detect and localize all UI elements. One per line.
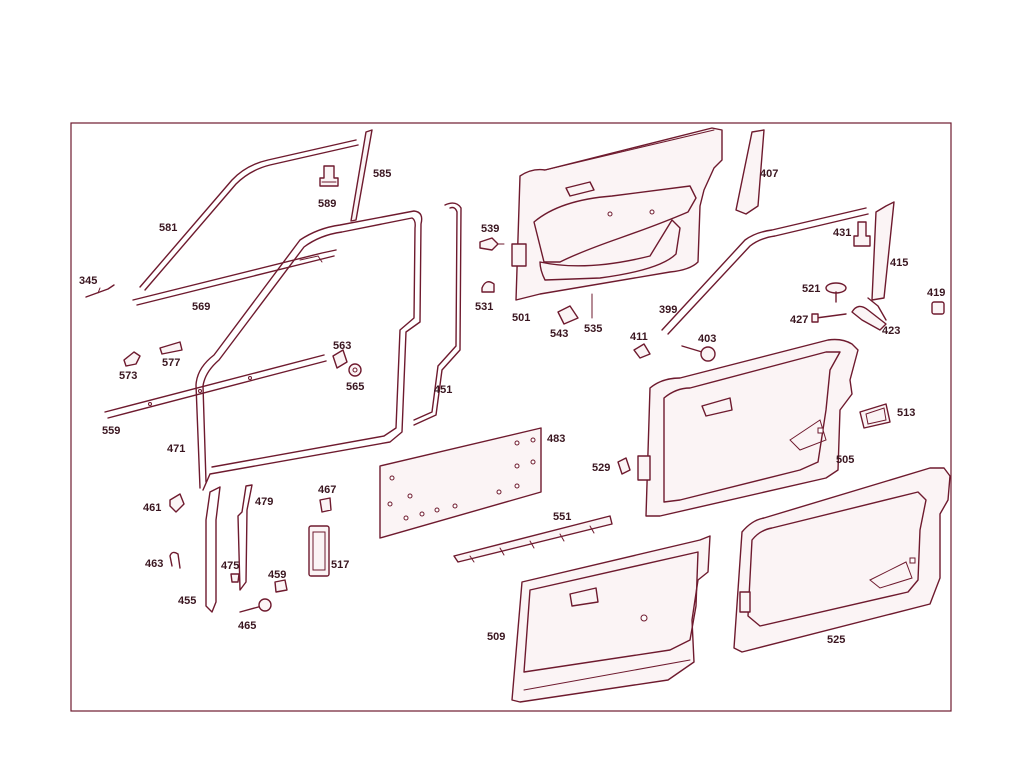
label-399: 399 (659, 304, 677, 316)
label-551: 551 (553, 511, 571, 523)
part-569-belt-molding[interactable] (132, 249, 337, 306)
part-479-guide-rail[interactable] (237, 484, 253, 591)
part-345-clip[interactable] (85, 284, 115, 298)
part-419-cap[interactable] (931, 301, 945, 315)
part-521-button[interactable] (825, 282, 847, 303)
part-501-door-trim-panel[interactable] (511, 127, 723, 319)
label-581: 581 (159, 222, 177, 234)
label-539: 539 (481, 223, 499, 235)
label-573: 573 (119, 370, 137, 382)
label-585: 585 (373, 168, 391, 180)
label-431: 431 (833, 227, 851, 239)
label-559: 559 (102, 425, 120, 437)
label-565: 565 (346, 381, 364, 393)
part-563-bracket[interactable] (332, 349, 348, 369)
part-585-pillar-strip[interactable] (350, 129, 373, 222)
part-517-pocket[interactable] (308, 525, 330, 577)
label-509: 509 (487, 631, 505, 643)
label-415: 415 (890, 257, 908, 269)
part-455-channel[interactable] (205, 486, 221, 613)
label-461: 461 (143, 502, 161, 514)
part-565-grommet[interactable] (348, 363, 362, 377)
label-411: 411 (630, 331, 648, 343)
part-559-lower-molding[interactable] (104, 354, 327, 419)
label-451: 451 (434, 384, 452, 396)
label-407: 407 (760, 168, 778, 180)
label-563: 563 (333, 340, 351, 352)
label-427: 427 (790, 314, 808, 326)
part-459-clip[interactable] (274, 579, 288, 593)
label-521: 521 (802, 283, 820, 295)
part-529-clip[interactable] (617, 457, 631, 475)
part-539-clip[interactable] (479, 237, 505, 251)
label-423: 423 (882, 325, 900, 337)
label-513: 513 (897, 407, 915, 419)
part-509-door-trim-panel[interactable] (511, 535, 711, 703)
label-535: 535 (584, 323, 602, 335)
label-479: 479 (255, 496, 273, 508)
label-483: 483 (547, 433, 565, 445)
label-475: 475 (221, 560, 239, 572)
label-471: 471 (167, 443, 185, 455)
part-411-clip[interactable] (633, 343, 651, 359)
part-463-hook[interactable] (169, 551, 181, 569)
part-531-clip[interactable] (481, 281, 495, 293)
part-467-plug[interactable] (319, 497, 332, 513)
part-475-pin[interactable] (230, 573, 240, 583)
label-517: 517 (331, 559, 349, 571)
part-403-screw[interactable] (681, 345, 716, 362)
label-543: 543 (550, 328, 568, 340)
label-467: 467 (318, 484, 336, 496)
label-577: 577 (162, 357, 180, 369)
label-531: 531 (475, 301, 493, 313)
part-483-insulation-panel[interactable] (379, 427, 542, 539)
part-577-clip[interactable] (159, 341, 183, 355)
label-465: 465 (238, 620, 256, 632)
label-525: 525 (827, 634, 845, 646)
part-465-screw[interactable] (239, 598, 272, 613)
diagram-frame (70, 122, 952, 712)
part-451-vertical-seal[interactable] (413, 202, 462, 426)
part-407-pillar-cover[interactable] (735, 129, 765, 215)
part-581-window-trim[interactable] (139, 139, 359, 291)
part-427-screw[interactable] (811, 313, 847, 323)
part-461-clip[interactable] (169, 493, 185, 513)
label-345: 345 (79, 275, 97, 287)
part-415-b-pillar-seal[interactable] (867, 201, 895, 321)
label-459: 459 (268, 569, 286, 581)
part-505-door-panel[interactable] (637, 338, 859, 517)
label-505: 505 (836, 454, 854, 466)
label-529: 529 (592, 462, 610, 474)
part-543-clip[interactable] (557, 305, 579, 325)
part-525-door-panel[interactable] (733, 467, 951, 653)
part-399-window-seal[interactable] (661, 207, 869, 335)
part-513-handle-cover[interactable] (859, 403, 891, 429)
label-569: 569 (192, 301, 210, 313)
label-419: 419 (927, 287, 945, 299)
label-455: 455 (178, 595, 196, 607)
part-551-sill-strip[interactable] (453, 515, 613, 563)
part-431-bolt[interactable] (853, 221, 871, 247)
label-589: 589 (318, 198, 336, 210)
label-501: 501 (512, 312, 530, 324)
part-573-clip[interactable] (123, 351, 141, 367)
part-471-door-frame-seal[interactable] (195, 210, 423, 491)
part-589-bolt[interactable] (319, 165, 339, 187)
label-403: 403 (698, 333, 716, 345)
label-463: 463 (145, 558, 163, 570)
part-423-bracket[interactable] (851, 305, 887, 331)
